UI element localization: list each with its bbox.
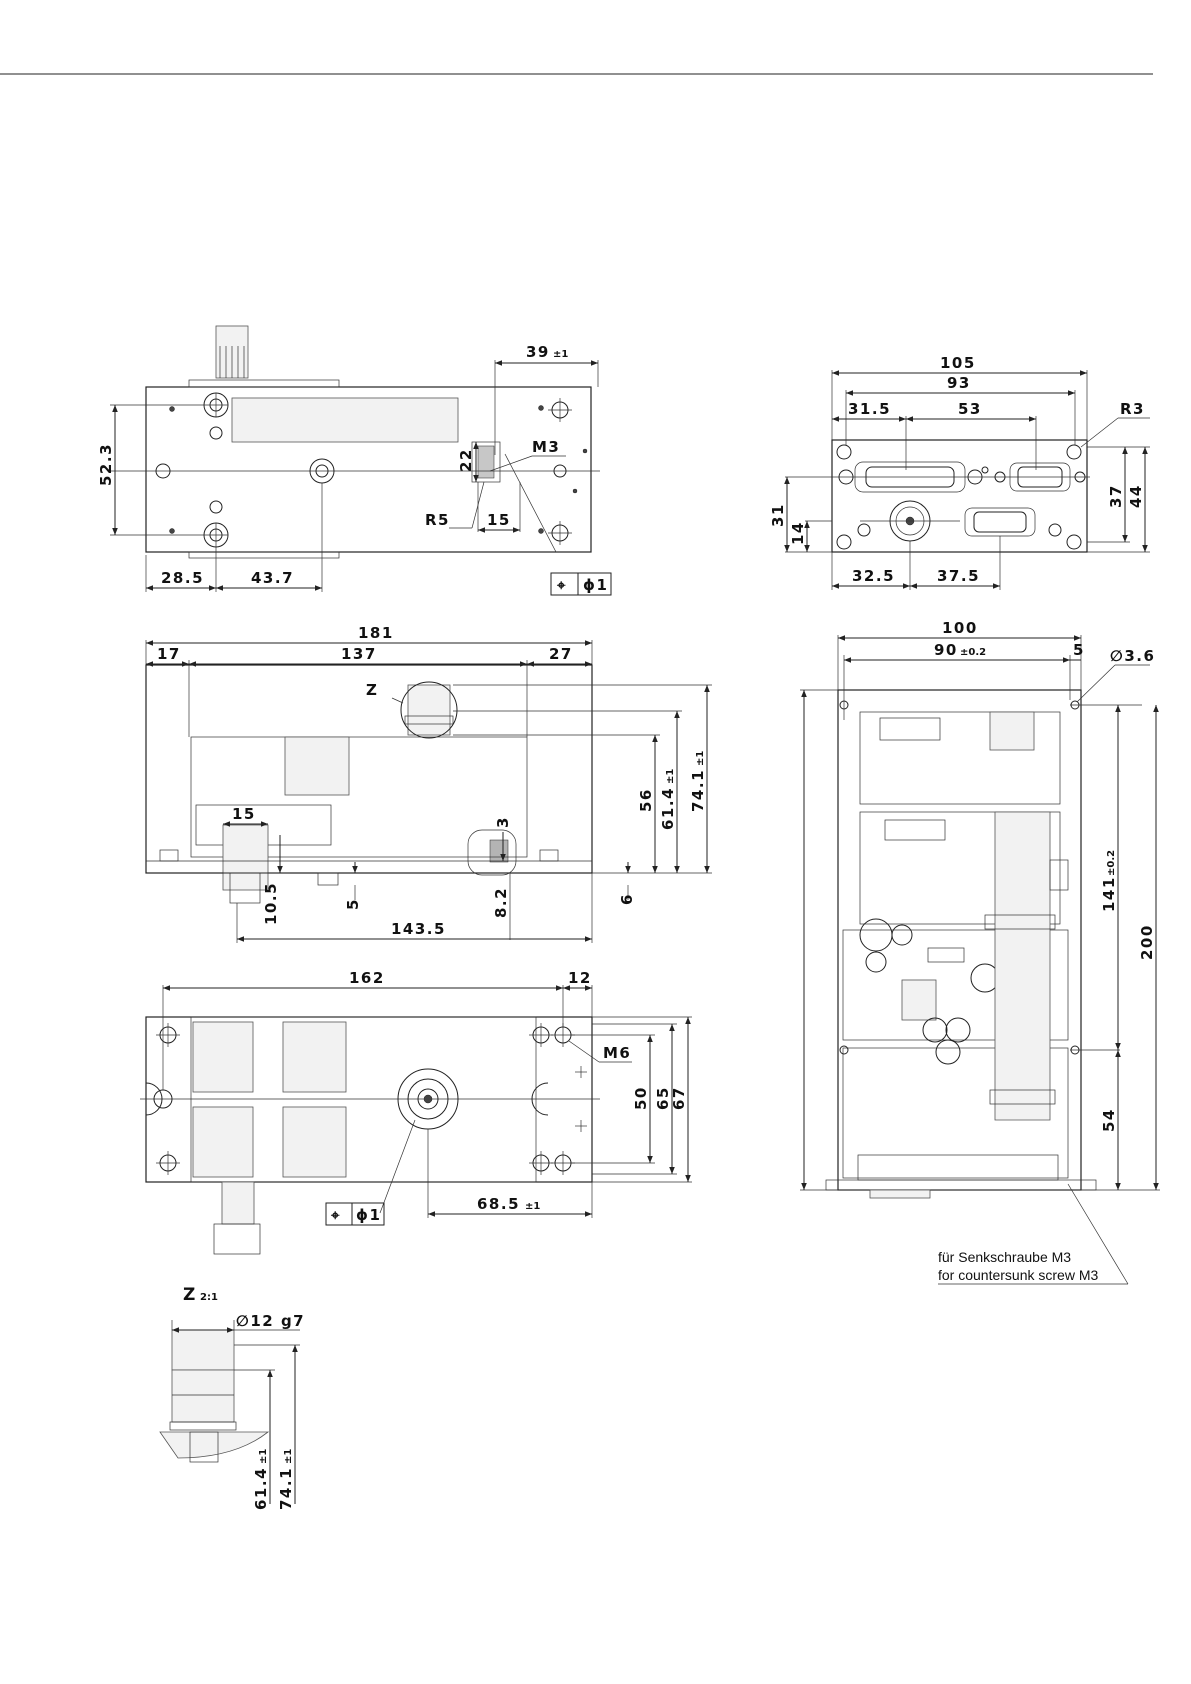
dim-137: 137 <box>341 645 377 663</box>
side-view: 181 17 137 27 Z 15 3 56 61.4 ±1 74.1 ±1 … <box>146 624 712 943</box>
label-m3: M3 <box>532 438 560 456</box>
dim-10-5: 10.5 <box>262 882 280 925</box>
dim-37: 37 <box>1107 484 1125 508</box>
dim-31-5: 31.5 <box>848 400 891 418</box>
label-m6: M6 <box>603 1044 631 1062</box>
dim-22: 22 <box>457 448 475 472</box>
dim-61-4: 61.4 <box>659 787 677 830</box>
svg-text:ϕ1: ϕ1 <box>583 576 608 594</box>
detail-z-dim-61-4: 61.4 <box>252 1467 270 1510</box>
dim-6: 6 <box>618 893 636 905</box>
note-countersunk-de: für Senkschraube M3 <box>938 1249 1071 1265</box>
dim-141-tol: ±0.2 <box>1106 850 1117 876</box>
detail-z-callout: Z <box>366 681 378 699</box>
dim-67: 67 <box>670 1086 688 1110</box>
dim-32-5: 32.5 <box>852 567 895 585</box>
detail-z-dim-74-1: 74.1 <box>277 1467 295 1510</box>
dim-61-4-tol: ±1 <box>665 769 676 784</box>
dim-43-7: 43.7 <box>251 569 294 587</box>
detail-z-title: Z <box>183 1285 197 1305</box>
dim-90-tol: ±0.2 <box>960 647 986 658</box>
dim-17: 17 <box>157 645 181 663</box>
label-r3: R3 <box>1120 400 1145 418</box>
detail-z-dim-74-1-tol: ±1 <box>283 1449 294 1464</box>
dim-15-top: 15 <box>487 511 511 529</box>
connector-plate <box>832 440 1087 552</box>
label-r5: R5 <box>425 511 450 529</box>
dim-15-side: 15 <box>232 805 256 823</box>
dim-39: 39 <box>526 343 550 361</box>
dim-12: 12 <box>568 969 592 987</box>
top-view: 39 ±1 52.3 22 M3 R5 15 ⌖ ϕ1 28.5 43.7 <box>97 326 611 595</box>
dim-181: 181 <box>358 624 394 642</box>
dim-143-5: 143.5 <box>391 920 446 938</box>
dim-56: 56 <box>637 788 655 812</box>
dim-5-front: 5 <box>1073 641 1085 659</box>
detail-z: Z 2:1 ∅12 g7 61.4 ±1 74.1 ±1 <box>160 1285 305 1510</box>
dim-28-5: 28.5 <box>161 569 204 587</box>
dim-74-1: 74.1 <box>689 769 707 812</box>
dim-105: 105 <box>940 354 976 372</box>
dim-68-5-tol: ±1 <box>525 1201 540 1212</box>
dim-54: 54 <box>1100 1108 1118 1132</box>
dim-162: 162 <box>349 969 385 987</box>
dim-12-g7: ∅12 g7 <box>236 1312 305 1330</box>
dim-27: 27 <box>549 645 573 663</box>
dim-100: 100 <box>942 619 978 637</box>
dim-68-5: 68.5 <box>477 1195 520 1213</box>
dim-141: 141 <box>1100 876 1118 912</box>
svg-text:⌖: ⌖ <box>330 1206 341 1224</box>
front-view: 100 90 ±0.2 5 ∅3.6 200 141 ±0.2 54 für S… <box>800 619 1160 1284</box>
svg-text:⌖: ⌖ <box>556 576 567 594</box>
dim-93: 93 <box>947 374 971 392</box>
dim-39-tol: ±1 <box>553 349 568 360</box>
dim-50: 50 <box>632 1086 650 1110</box>
dim-53: 53 <box>958 400 982 418</box>
dim-52-3: 52.3 <box>97 443 115 486</box>
dim-5-side: 5 <box>344 898 362 910</box>
dim-31: 31 <box>769 503 787 527</box>
dim-74-1-tol: ±1 <box>695 751 706 766</box>
dim-8-2: 8.2 <box>492 887 510 918</box>
dim-3: 3 <box>494 816 512 828</box>
dim-14: 14 <box>789 521 807 545</box>
dim-44: 44 <box>1127 484 1145 508</box>
svg-text:ϕ1: ϕ1 <box>356 1206 381 1224</box>
note-countersunk-en: for countersunk screw M3 <box>938 1267 1098 1283</box>
detail-z-scale: 2:1 <box>200 1292 218 1303</box>
bottom-view: 162 12 M6 50 65 67 ⌖ ϕ1 68.5 ±1 <box>140 969 692 1254</box>
detail-z-dim-61-4-tol: ±1 <box>258 1449 269 1464</box>
connector-view: 105 93 31.5 53 R3 31 14 37 44 32.5 <box>769 354 1150 590</box>
dim-3-6-dia: ∅3.6 <box>1110 647 1155 665</box>
dim-90: 90 <box>934 641 958 659</box>
dim-37-5: 37.5 <box>937 567 980 585</box>
dim-200: 200 <box>1138 924 1156 960</box>
